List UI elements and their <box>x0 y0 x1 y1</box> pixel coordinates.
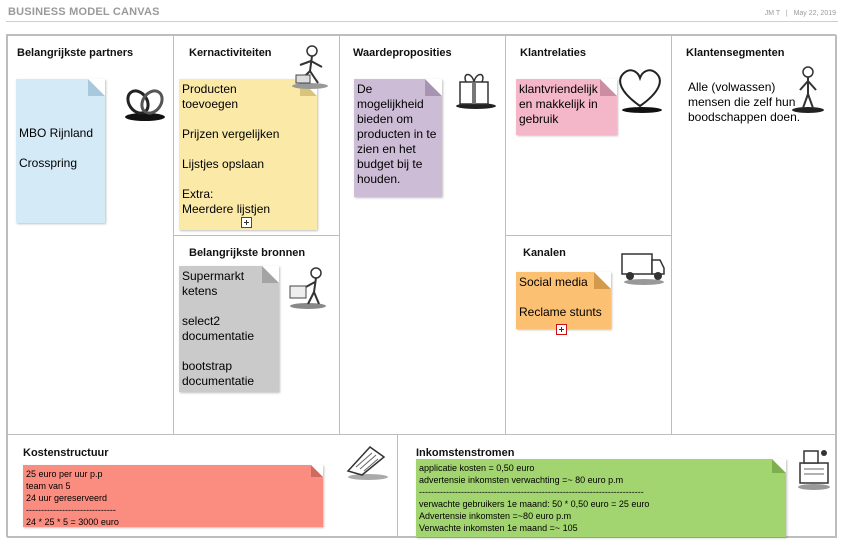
resources-cell: Belangrijkste bronnen Supermarkt ketens … <box>173 235 340 435</box>
resource-item: bootstrap documentatie <box>182 359 255 388</box>
cash-register-icon <box>798 450 830 490</box>
relations-note[interactable]: klantvriendelijk en makkelijk in gebruik <box>516 79 617 135</box>
heart-icon <box>619 69 662 113</box>
partners-cell: Belangrijkste partners MBO Rijnland Cros… <box>7 35 174 435</box>
expand-plus-icon[interactable] <box>241 217 252 228</box>
revenue-line: verwachte gebruikers 1e maand: 50 * 0,50… <box>419 499 650 509</box>
date-label: May 22, 2019 <box>793 10 836 17</box>
channels-title: Kanalen <box>523 247 566 259</box>
business-model-canvas: Belangrijkste partners MBO Rijnland Cros… <box>6 34 837 538</box>
resources-note[interactable]: Supermarkt ketens select2 documentatie b… <box>179 266 279 392</box>
revenue-note[interactable]: applicatie kosten = 0,50 euro advertensi… <box>416 459 786 537</box>
channels-note[interactable]: Social media Reclame stunts <box>516 272 611 335</box>
relations-cell: Klantrelaties klantvriendelijk en makkel… <box>505 35 672 236</box>
channel-item: Social media <box>519 275 588 289</box>
cost-line: team van 5 <box>26 481 71 491</box>
revenue-title: Inkomstenstromen <box>416 447 515 459</box>
channel-item: Reclame stunts <box>519 305 602 319</box>
activity-item: Extra: <box>182 187 214 201</box>
partner-item: Crosspring <box>19 156 78 170</box>
person-with-cart-icon <box>289 267 326 309</box>
activity-item: Prijzen vergelijken <box>182 127 280 141</box>
cost-line: 24 * 25 * 5 = 3000 euro <box>26 517 119 527</box>
activities-cell: Kernactiviteiten Producten toevoegen Pri… <box>173 35 340 236</box>
value-text: De mogelijkheid bieden om producten in t… <box>357 82 437 186</box>
costs-note[interactable]: 25 euro per uur p.p team van 5 24 uur ge… <box>23 465 323 527</box>
revenue-line: applicatie kosten = 0,50 euro <box>419 463 535 473</box>
segments-text: Alle (volwassen) mensen die zelf hun boo… <box>688 80 801 124</box>
activity-item: Producten toevoegen <box>182 82 239 111</box>
revenue-line: advertensie inkomsten verwachting =~ 80 … <box>419 475 624 485</box>
author-label: JM T <box>764 10 781 17</box>
cost-line: 25 euro per uur p.p <box>26 469 103 479</box>
activities-note[interactable]: Producten toevoegen Prijzen vergelijken … <box>179 79 317 230</box>
segments-cell: Klantensegmenten Alle (volwassen) mensen… <box>671 35 837 435</box>
value-cell: Waardeproposities De mogelijkheid bieden… <box>339 35 506 435</box>
person-with-tools-icon <box>292 45 328 89</box>
cost-line: 24 uur gereserveerd <box>26 493 108 503</box>
page-title: BUSINESS MODEL CANVAS <box>8 6 160 18</box>
expand-plus-icon[interactable] <box>556 324 567 335</box>
resource-item: Supermarkt ketens <box>182 269 245 298</box>
relations-title: Klantrelaties <box>520 47 587 59</box>
segments-title: Klantensegmenten <box>686 47 785 59</box>
header-meta: JM T | May 22, 2019 <box>765 10 836 17</box>
costs-title: Kostenstructuur <box>23 447 109 459</box>
revenue-line: ----------------------------------------… <box>419 487 644 497</box>
revenue-line: Advertensie inkomsten =~80 euro p.m <box>419 511 572 521</box>
meta-separator: | <box>785 10 788 17</box>
costs-cell: Kostenstructuur 25 euro per uur p.p team… <box>7 434 398 538</box>
resource-item: select2 documentatie <box>182 314 255 343</box>
resources-title: Belangrijkste bronnen <box>189 247 306 259</box>
revenue-line: Verwachte inkomsten 1e maand =~ 105 <box>419 523 578 533</box>
header-divider <box>6 21 838 22</box>
channels-cell: Kanalen Social media Reclame stunts <box>505 235 672 435</box>
partner-item: MBO Rijnland <box>19 126 94 140</box>
value-title: Waardeproposities <box>353 47 452 59</box>
partners-title: Belangrijkste partners <box>17 47 134 59</box>
partners-note[interactable]: MBO Rijnland Crosspring <box>16 79 105 223</box>
activity-item: Lijstjes opslaan <box>182 157 265 171</box>
chain-links-icon <box>125 89 165 121</box>
delivery-truck-icon <box>621 253 665 285</box>
value-note[interactable]: De mogelijkheid bieden om producten in t… <box>354 79 442 197</box>
gift-box-icon <box>456 73 496 109</box>
cost-line: ------------------------------ <box>26 505 116 515</box>
person-standing-icon <box>792 66 824 113</box>
receipt-icon <box>346 446 388 480</box>
relations-text: klantvriendelijk en makkelijk in gebruik <box>519 82 598 126</box>
activity-item: Meerdere lijstjen <box>182 202 271 216</box>
activities-title: Kernactiviteiten <box>189 47 272 59</box>
revenue-cell: Inkomstenstromen applicatie kosten = 0,5… <box>397 434 837 538</box>
